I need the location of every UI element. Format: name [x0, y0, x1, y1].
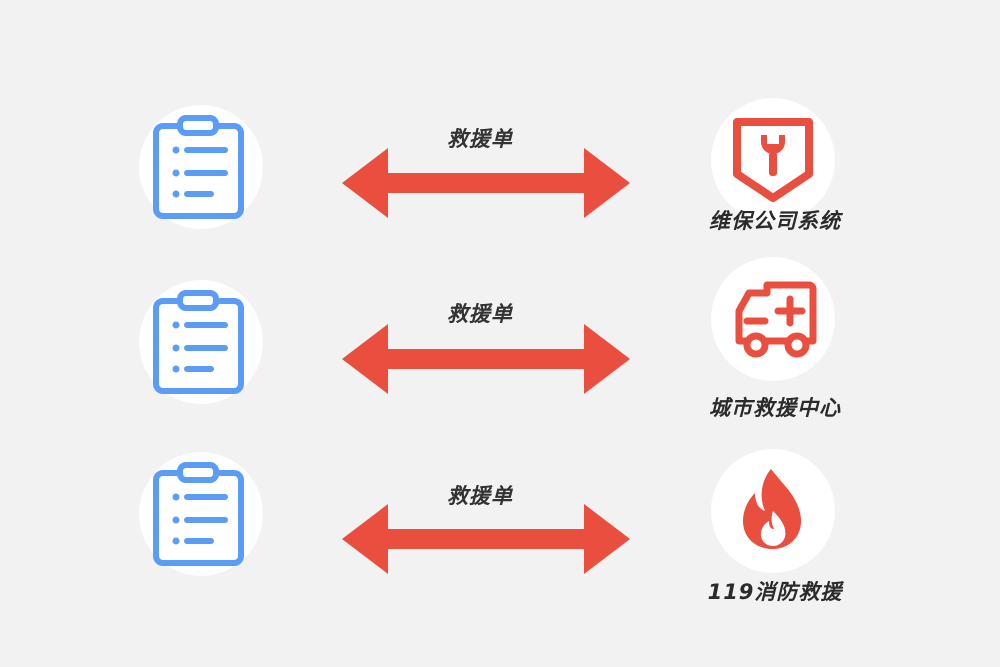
service-label: 119消防救援 — [707, 580, 843, 604]
service-label: 维保公司系统 — [709, 209, 841, 233]
service-circle — [711, 98, 835, 222]
link-label: 救援单 — [447, 127, 513, 151]
flow-row-city-rescue: 救援单 城市救援中心 — [0, 257, 1000, 460]
document-circle — [139, 452, 263, 576]
bidirectional-arrow-icon — [342, 504, 630, 574]
service-label: 城市救援中心 — [709, 396, 841, 420]
link-label: 救援单 — [447, 302, 513, 326]
flow-row-fire-rescue: 救援单 119消防救援 — [0, 449, 1000, 632]
clipboard-list-icon — [153, 462, 244, 566]
link-label: 救援单 — [447, 484, 513, 508]
clipboard-list-icon — [153, 115, 244, 219]
service-circle — [711, 449, 835, 573]
maintenance-shield-wrench-icon — [733, 118, 813, 202]
fire-icon — [743, 469, 802, 549]
document-circle — [139, 105, 263, 229]
service-circle — [711, 257, 835, 381]
ambulance-icon — [735, 281, 817, 358]
bidirectional-arrow-icon — [342, 324, 630, 394]
clipboard-list-icon — [153, 290, 244, 394]
bidirectional-arrow-icon — [342, 148, 630, 218]
flow-row-maintenance: 救援单 维保公司系统 — [0, 98, 1000, 285]
document-circle — [139, 280, 263, 404]
